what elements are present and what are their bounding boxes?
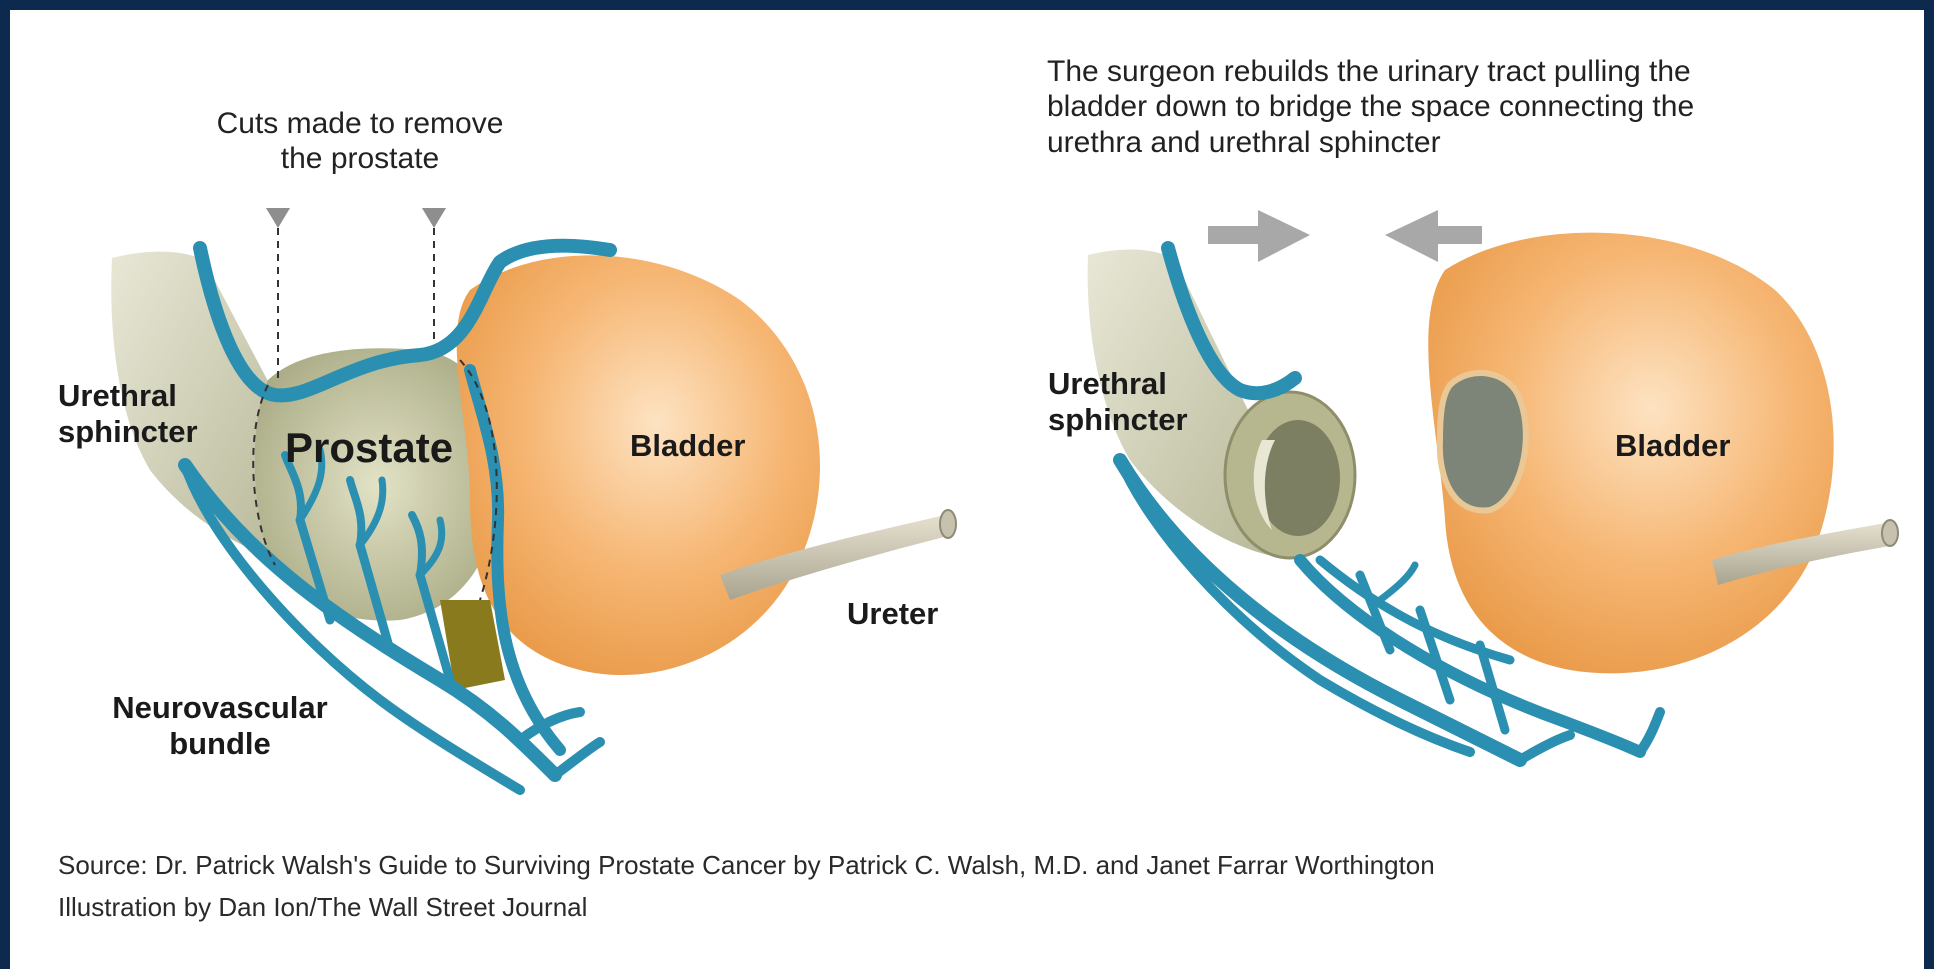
neurovascular-bundle-label: Neurovascular bundle: [100, 690, 340, 762]
arrow-right-icon: [1208, 210, 1310, 262]
bundle-label-line2: bundle: [100, 726, 340, 762]
urethral-sphincter-label-right: Urethral sphincter: [1048, 366, 1188, 438]
source-credit: Source: Dr. Patrick Walsh's Guide to Sur…: [58, 850, 1435, 880]
sphincter-label-line2: sphincter: [58, 414, 198, 450]
sphincter-label-line2-right: sphincter: [1048, 402, 1188, 438]
urethral-label-line1: Urethral: [58, 378, 198, 414]
bladder-left: [457, 255, 820, 675]
ureter-label: Ureter: [847, 596, 938, 632]
cuts-caption-line2: the prostate: [180, 142, 540, 177]
arrow-left-icon: [1385, 210, 1482, 262]
cuts-caption: Cuts made to remove the prostate: [180, 107, 540, 177]
neurovascular-label-line1: Neurovascular: [100, 690, 340, 726]
urethral-sphincter-label-left: Urethral sphincter: [58, 378, 198, 450]
illustration-credit: Illustration by Dan Ion/The Wall Street …: [58, 892, 587, 922]
prostate-label: Prostate: [285, 424, 453, 473]
bladder-label-right: Bladder: [1615, 428, 1730, 464]
rebuild-caption: The surgeon rebuilds the urinary tract p…: [1047, 54, 1694, 160]
bladder-label-left: Bladder: [630, 428, 745, 464]
rebuild-caption-line3: urethra and urethral sphincter: [1047, 125, 1694, 160]
bladder-opening: [1440, 373, 1526, 510]
urethral-label-line1-right: Urethral: [1048, 366, 1188, 402]
right-diagram: [1088, 210, 1898, 760]
cuts-caption-line1: Cuts made to remove: [180, 107, 540, 142]
rebuild-caption-line1: The surgeon rebuilds the urinary tract p…: [1047, 54, 1694, 89]
rebuild-caption-line2: bladder down to bridge the space connect…: [1047, 89, 1694, 124]
